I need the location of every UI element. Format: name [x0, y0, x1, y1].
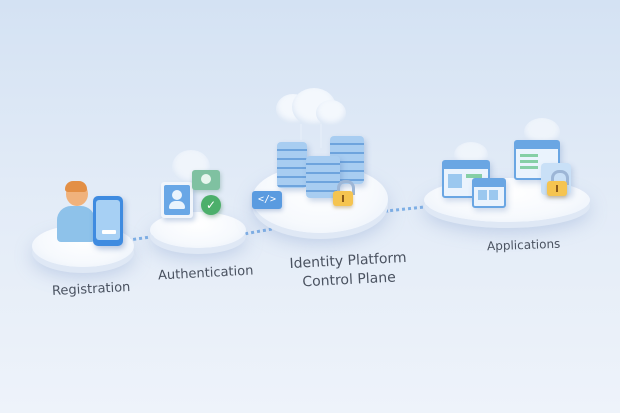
padlock-icon — [547, 170, 569, 196]
label-registration: Registration — [51, 279, 131, 300]
browser-window-icon — [472, 178, 506, 208]
authentication-platform — [150, 212, 246, 248]
chat-check-icon — [192, 170, 220, 190]
cloud-icon — [316, 100, 346, 126]
user-id-card-icon — [161, 182, 193, 218]
browser-window-icon — [514, 140, 560, 180]
label-authentication: Authentication — [157, 263, 254, 284]
server-stack-icon — [277, 142, 307, 188]
padlock-icon — [333, 180, 355, 206]
label-control-plane: Identity Platform Control Plane — [289, 249, 407, 291]
code-tag-icon: </> — [252, 191, 282, 209]
label-applications: Applications — [486, 236, 561, 254]
mobile-phone-icon — [93, 196, 123, 246]
green-check-icon: ✓ — [201, 195, 221, 215]
user-avatar-icon — [57, 181, 97, 244]
